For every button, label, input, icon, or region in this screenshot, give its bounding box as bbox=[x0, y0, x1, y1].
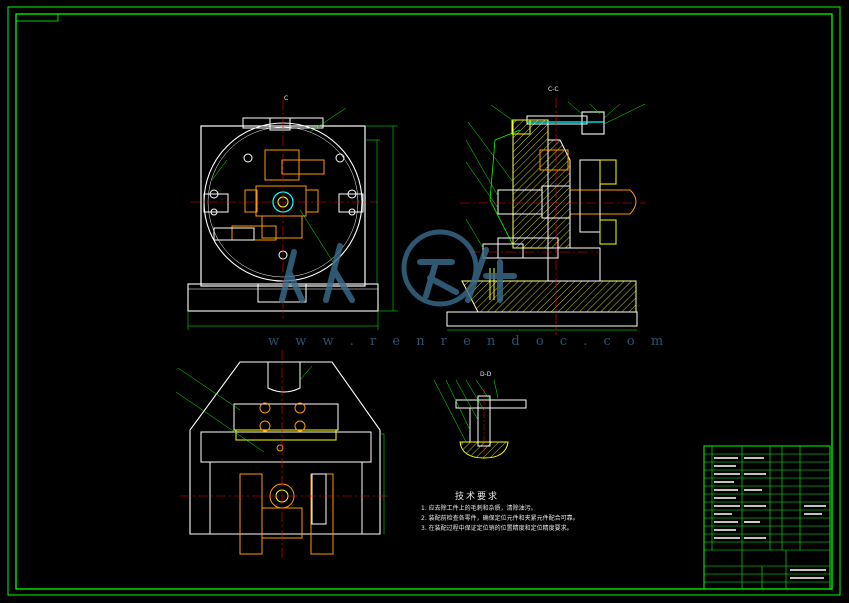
title-block bbox=[703, 445, 831, 590]
side-view-section-label: C-C bbox=[548, 86, 559, 93]
tech-requirement-item-2: 2. 装配前检查各零件，确保定位元件和夹紧元件配合可靠。 bbox=[421, 515, 579, 522]
front-view bbox=[187, 100, 398, 330]
title-block-entries bbox=[714, 457, 826, 579]
top-view bbox=[175, 350, 390, 560]
watermark-url: w w w . r e n r e n d o c . c o m bbox=[268, 334, 670, 349]
tech-requirement-item-1: 1. 应去除工件上的毛刺和杂质，清除油污。 bbox=[421, 505, 537, 512]
drawing-frame bbox=[7, 6, 841, 596]
detail-view-section-label: D-D bbox=[480, 371, 492, 378]
tech-requirements-title: 技术要求 bbox=[455, 492, 500, 502]
watermark-logo bbox=[279, 229, 517, 307]
top-view-section-label: C bbox=[284, 95, 289, 102]
detail-view bbox=[433, 379, 527, 459]
tech-requirement-item-3: 3. 在装配过程中保证定位销的位置精度和定位精度要求。 bbox=[421, 525, 573, 532]
side-section-view bbox=[446, 98, 646, 335]
